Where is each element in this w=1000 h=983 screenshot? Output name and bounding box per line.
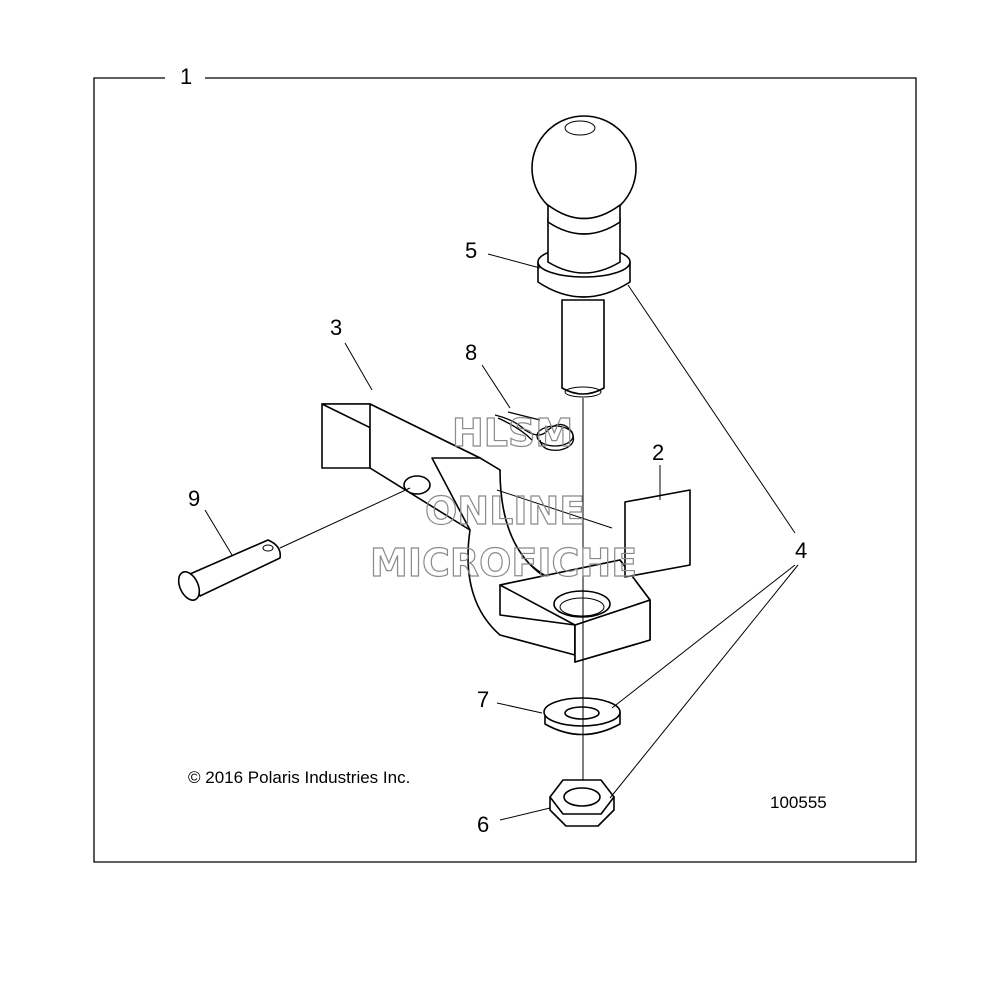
callout-1: 1 <box>180 64 192 89</box>
callout-3: 3 <box>330 315 342 340</box>
watermark: HLSM ONLINE MICROFICHE <box>369 410 637 585</box>
watermark-line-2: ONLINE <box>425 489 585 533</box>
lock-washer-part-7 <box>543 697 621 736</box>
watermark-line-3: MICROFICHE <box>370 541 637 585</box>
callout-2: 2 <box>652 440 664 465</box>
decal-part-2 <box>624 489 691 578</box>
callout-8: 8 <box>465 340 477 365</box>
leader-lines <box>204 253 799 821</box>
assembly-frame <box>93 77 917 863</box>
callout-9: 9 <box>188 486 200 511</box>
diagram-number: 100555 <box>770 793 827 812</box>
callout-5: 5 <box>465 238 477 263</box>
pin-assembly-line <box>279 487 411 549</box>
callout-7: 7 <box>477 687 489 712</box>
hex-nut-part-6 <box>549 779 615 827</box>
watermark-line-1: HLSM <box>452 411 573 455</box>
hitch-ball-part-5 <box>531 115 637 398</box>
copyright-text: © 2016 Polaris Industries Inc. <box>188 768 410 787</box>
drawbar-part-3 <box>321 403 651 663</box>
spring-clip-part-8 <box>494 411 575 451</box>
hitch-pin-part-9 <box>177 539 282 601</box>
callout-4: 4 <box>795 538 807 563</box>
callout-6: 6 <box>477 812 489 837</box>
